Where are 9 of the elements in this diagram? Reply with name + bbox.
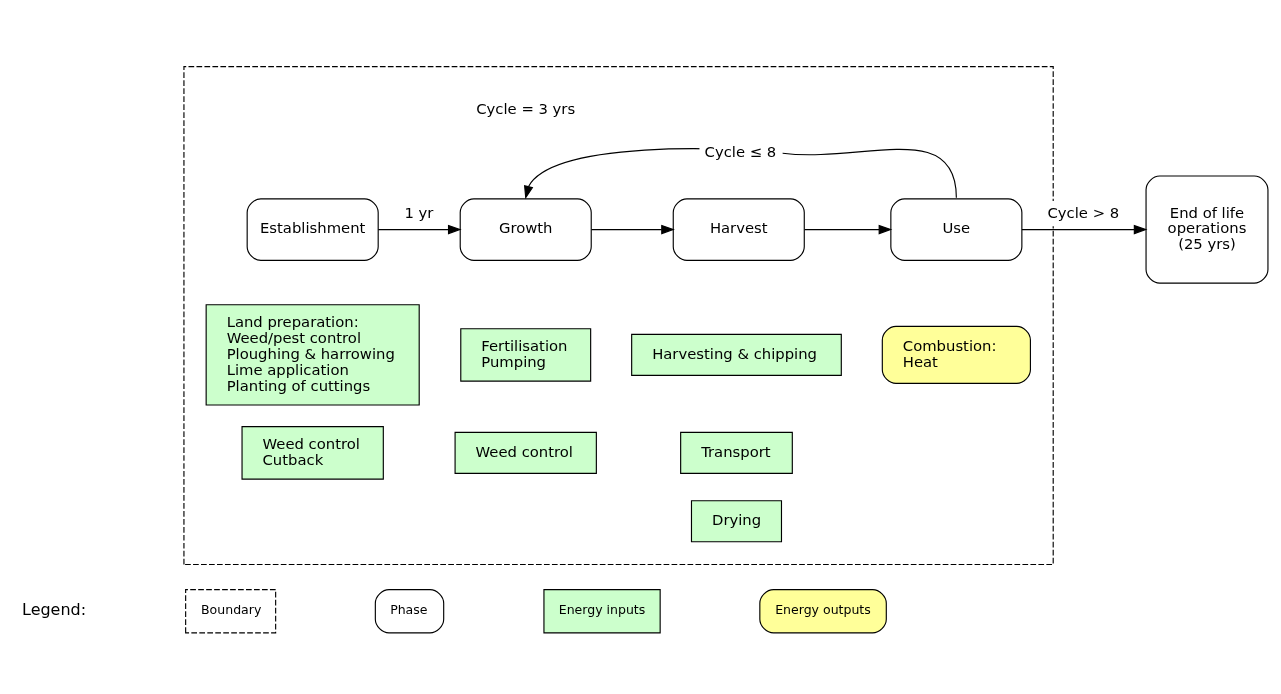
label: Cycle = 3 yrs (476, 99, 576, 117)
edge-label: Cycle ≤ 8 (704, 142, 777, 160)
edge-label: Cycle > 8 (1047, 203, 1120, 221)
legend-label: Boundary (201, 601, 262, 617)
label: Legend: (22, 599, 87, 619)
edge-label: 1 yr (404, 203, 434, 221)
legend-label: Energy inputs (558, 601, 646, 617)
legend-label: Phase (390, 601, 428, 617)
legend-label: Energy outputs (775, 601, 871, 617)
